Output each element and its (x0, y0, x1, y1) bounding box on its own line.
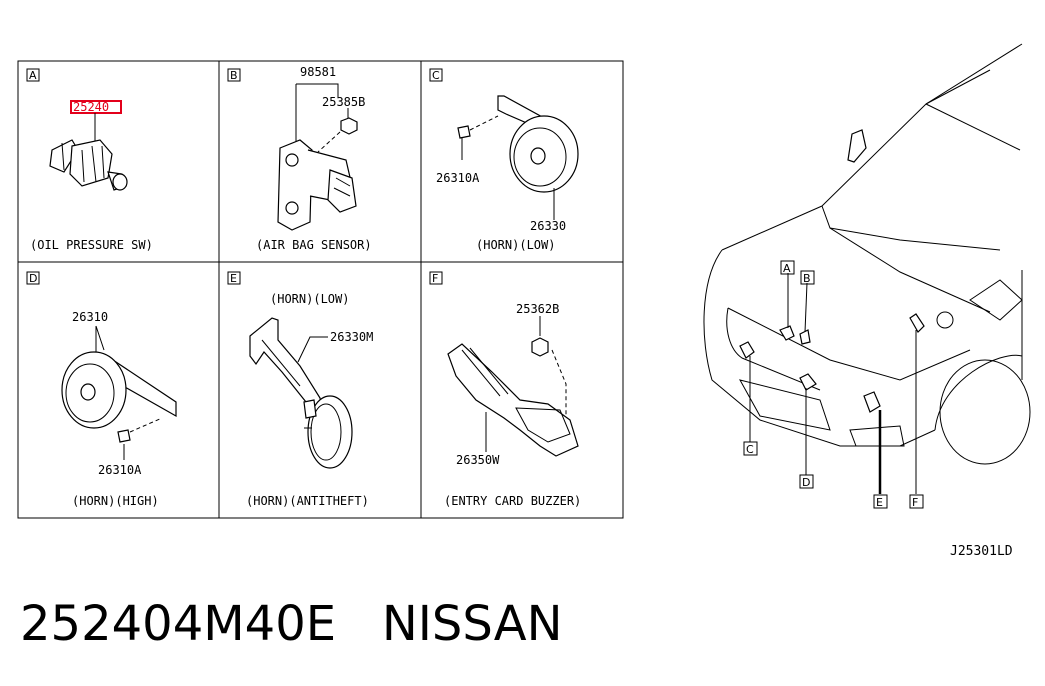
panel-f-caption: (ENTRY CARD BUZZER) (444, 494, 581, 508)
footer-part-number: 252404M40E (20, 596, 337, 652)
panel-e-header: (HORN)(LOW) (270, 292, 349, 306)
part-label-26310a-c[interactable]: 26310A (436, 171, 480, 185)
entry-card-buzzer-part (447, 343, 579, 457)
horn-low-part (509, 115, 579, 193)
panel-d: D 26310 26310A (HORN)(HIGH) (26, 271, 177, 508)
highlight-box (70, 100, 122, 114)
panel-a-caption: (OIL PRESSURE SW) (30, 238, 153, 252)
panel-f-letter: F (432, 272, 438, 285)
panel-b-caption: (AIR BAG SENSOR) (256, 238, 372, 252)
part-label-26330m[interactable]: 26330M (330, 330, 373, 344)
panel-f: F 25362B 26350W (ENTRY CARD BUZZER) (429, 271, 581, 508)
car-callout-b[interactable]: B (803, 272, 811, 285)
panel-c-caption: (HORN)(LOW) (476, 238, 555, 252)
car-callout-d[interactable]: D (802, 476, 810, 489)
panel-e: E (HORN)(LOW) 26330M (HORN)(ANTITHEFT) (227, 271, 373, 508)
part-label-26310[interactable]: 26310 (72, 310, 108, 324)
panel-d-caption: (HORN)(HIGH) (72, 494, 159, 508)
part-label-25362b[interactable]: 25362B (516, 302, 559, 316)
car-callout-a[interactable]: A (783, 262, 791, 275)
panel-c-letter: C (432, 69, 440, 82)
part-label-98581[interactable]: 98581 (300, 65, 336, 79)
air-bag-sensor-part (277, 139, 357, 231)
panel-grid-frame (17, 60, 624, 519)
panel-e-caption: (HORN)(ANTITHEFT) (246, 494, 369, 508)
diagram-reference-code: J25301LD (950, 544, 1013, 559)
car-callout-c[interactable]: C (746, 443, 754, 456)
oil-pressure-switch-part (49, 139, 128, 191)
horn-antitheft-part (249, 317, 353, 469)
car-front-illustration: A B C D E F (703, 43, 1031, 509)
panel-c: C 26310A 26330 (HORN)(LOW) (429, 68, 579, 252)
part-label-26330[interactable]: 26330 (530, 219, 566, 233)
car-callout-f[interactable]: F (912, 496, 918, 509)
panel-d-letter: D (29, 272, 37, 285)
footer-brand: NISSAN (381, 596, 563, 652)
part-label-26310a-d[interactable]: 26310A (98, 463, 142, 477)
car-callout-e[interactable]: E (876, 496, 883, 509)
panel-b-letter: B (230, 69, 238, 82)
panel-b: B 98581 25385B (AIR BAG SENSOR) (227, 65, 372, 252)
part-label-25240[interactable]: 25240 (73, 100, 109, 114)
footer-title: 252404M40E NISSAN (20, 596, 562, 652)
panel-a-letter: A (29, 69, 37, 82)
part-label-25385b[interactable]: 25385B (322, 95, 365, 109)
panel-e-letter: E (230, 272, 237, 285)
part-label-26350w[interactable]: 26350W (456, 453, 500, 467)
panel-a: A 25240 (OIL PRESSURE SW) (26, 68, 153, 252)
horn-high-part (61, 351, 127, 429)
